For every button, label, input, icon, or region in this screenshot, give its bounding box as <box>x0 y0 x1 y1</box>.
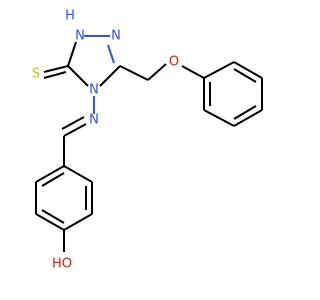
phenyl-bond-2 <box>233 61 263 79</box>
atom-n1: N <box>75 29 85 44</box>
bond-n2-c3-double <box>107 44 115 64</box>
phenol-bond-1 <box>63 165 93 183</box>
imine-group <box>61 96 95 137</box>
chemical-structure: H N N N N S O HO <box>32 9 263 272</box>
phenyl-bond-4 <box>233 109 263 127</box>
atom-s: S <box>32 67 40 82</box>
bond-c5-s <box>43 65 69 73</box>
bond-o-ph <box>181 65 205 79</box>
bond-n-ch <box>63 123 87 137</box>
bond-c3-ch2 <box>119 65 149 81</box>
phenyl-ring <box>203 61 263 127</box>
bond-c3-n4 <box>99 65 121 87</box>
phenol-bond-3 <box>63 213 93 231</box>
atom-n4: N <box>89 83 99 98</box>
bond-n4-c5 <box>67 65 89 87</box>
phenol-bond-4 <box>35 213 65 231</box>
bond-c5-n1 <box>67 41 77 67</box>
atom-ho: HO <box>52 257 72 272</box>
atom-labels: H N N N N S O HO <box>32 9 179 272</box>
bond-c5-s-double <box>43 71 67 79</box>
atom-o-ether: O <box>169 55 179 70</box>
triazole-ring <box>67 35 121 87</box>
atom-n2: N <box>111 29 121 44</box>
phenol-double-2 <box>41 209 65 224</box>
bond-n-ch-double <box>61 116 85 130</box>
phenyl-double-2 <box>233 105 257 120</box>
atom-n-imine: N <box>89 113 99 128</box>
phenyl-bond-5 <box>203 109 235 127</box>
thione-group <box>43 65 69 79</box>
atom-h-n1: H <box>65 9 75 24</box>
phenoxymethyl-group <box>119 63 205 81</box>
phenol-double-3 <box>41 172 65 187</box>
phenol-bond-6 <box>35 165 65 183</box>
phenyl-bond-1 <box>203 61 235 79</box>
phenyl-double-1 <box>233 68 257 83</box>
bond-ch2-o <box>147 63 167 81</box>
phenol-ring <box>35 136 93 252</box>
